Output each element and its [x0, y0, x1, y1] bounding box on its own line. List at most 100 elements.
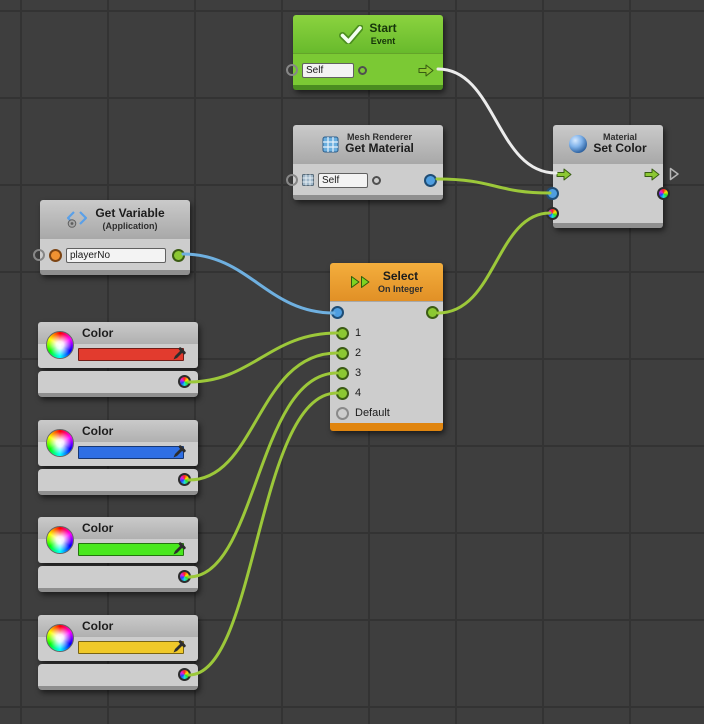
- color-2-main: Color: [38, 420, 198, 466]
- wire-start-to-setcolor-flow: [436, 67, 558, 175]
- select-branch-row-4: 4: [330, 383, 443, 403]
- color-1-swatch[interactable]: [78, 348, 184, 361]
- get-material-footer: [293, 195, 443, 200]
- color-3-header[interactable]: Color: [38, 517, 198, 539]
- node-get-material[interactable]: Mesh Renderer Get Material: [286, 125, 443, 200]
- get-material-component-label: Mesh Renderer: [346, 131, 412, 142]
- material-sphere-icon: [569, 135, 588, 153]
- color-2-output-section: [38, 469, 198, 495]
- set-color-material-input-port[interactable]: [546, 187, 559, 200]
- select-branch-2-label: 2: [355, 347, 362, 359]
- select-branch-3-port[interactable]: [336, 366, 349, 380]
- set-color-material-row: [546, 184, 670, 204]
- set-color-output-port[interactable]: [657, 187, 670, 200]
- color-4-header[interactable]: Color: [38, 615, 198, 637]
- get-variable-footer: [40, 270, 190, 275]
- node-color-3[interactable]: Color: [38, 517, 198, 592]
- node-get-variable[interactable]: Get Variable (Application): [33, 200, 190, 275]
- get-material-target-field[interactable]: [318, 172, 368, 188]
- node-select-on-integer[interactable]: Select On Integer 1 2 3 4: [330, 263, 443, 431]
- node-set-color[interactable]: Material Set Color: [546, 125, 670, 228]
- color-wheel-icon: [46, 331, 74, 359]
- color-4-swatch[interactable]: [78, 641, 184, 654]
- wire-color2-to-select: [187, 351, 339, 482]
- start-target-input-port[interactable]: [286, 64, 298, 76]
- get-variable-name-field[interactable]: [66, 247, 166, 263]
- node-start-event[interactable]: Start Event: [286, 15, 443, 90]
- get-variable-header[interactable]: Get Variable (Application): [40, 200, 190, 238]
- color-3-output-port[interactable]: [178, 570, 191, 583]
- select-output-port[interactable]: [426, 306, 439, 319]
- select-default-label: Default: [355, 407, 390, 419]
- wire-color4-to-select: [187, 391, 339, 677]
- select-branch-row-2: 2: [330, 343, 443, 363]
- get-variable-output-port[interactable]: [172, 249, 185, 262]
- get-material-output-port[interactable]: [424, 174, 437, 187]
- set-color-title: Set Color: [593, 141, 647, 156]
- color-4-output-section: [38, 664, 198, 690]
- eyedropper-icon[interactable]: [172, 347, 186, 361]
- color-1-header[interactable]: Color: [38, 322, 198, 344]
- outside-triangle-icon: [669, 167, 679, 181]
- select-branch-1-label: 1: [355, 327, 362, 339]
- wire-color3-to-select: [187, 371, 339, 579]
- color-2-header[interactable]: Color: [38, 420, 198, 442]
- set-color-color-input-port[interactable]: [546, 207, 559, 220]
- color-2-title: Color: [82, 424, 114, 438]
- color-2-swatch[interactable]: [78, 446, 184, 459]
- node-color-2[interactable]: Color: [38, 420, 198, 495]
- flow-output-arrow-icon[interactable]: [644, 168, 660, 181]
- select-branch-row-1: 1: [330, 323, 443, 343]
- node-color-4[interactable]: Color: [38, 615, 198, 690]
- select-body: 1 2 3 4 Default: [330, 301, 443, 423]
- color-wheel-icon: [46, 429, 74, 457]
- start-title: Start: [369, 20, 397, 35]
- select-default-row: Default: [330, 403, 443, 423]
- select-header[interactable]: Select On Integer: [330, 263, 443, 301]
- object-picker-icon[interactable]: [372, 175, 381, 185]
- node-color-1[interactable]: Color: [38, 322, 198, 397]
- eyedropper-icon[interactable]: [172, 445, 186, 459]
- select-branch-1-port[interactable]: [336, 326, 349, 340]
- select-selector-input-port[interactable]: [331, 306, 344, 319]
- set-color-flow-row: [553, 164, 663, 184]
- color-1-output-section: [38, 371, 198, 397]
- get-variable-scope-label: (Application): [102, 220, 158, 231]
- get-material-header[interactable]: Mesh Renderer Get Material: [293, 125, 443, 163]
- color-1-title: Color: [82, 326, 114, 340]
- variable-brackets-gear-icon: [65, 210, 89, 228]
- eyedropper-icon[interactable]: [172, 640, 186, 654]
- set-color-footer: [553, 223, 663, 228]
- color-4-output-port[interactable]: [178, 668, 191, 681]
- select-default-port[interactable]: [336, 406, 349, 420]
- color-2-output-port[interactable]: [178, 473, 191, 486]
- set-color-header[interactable]: Material Set Color: [553, 125, 663, 163]
- get-variable-name-input-port[interactable]: [33, 249, 45, 261]
- variable-dot-icon: [49, 248, 62, 262]
- color-wheel-icon: [46, 624, 74, 652]
- wire-getmaterial-to-setcolor: [435, 177, 552, 195]
- color-4-main: Color: [38, 615, 198, 661]
- start-subtitle: Event: [370, 35, 396, 46]
- get-variable-title: Get Variable: [95, 205, 165, 220]
- object-picker-icon[interactable]: [358, 65, 367, 75]
- select-branch-4-port[interactable]: [336, 386, 349, 400]
- flow-input-arrow-icon[interactable]: [556, 168, 572, 181]
- start-footer: [293, 85, 443, 90]
- select-branch-3-label: 3: [355, 367, 362, 379]
- color-1-main: Color: [38, 322, 198, 368]
- start-target-field[interactable]: [302, 62, 354, 78]
- select-io-row: [330, 303, 443, 323]
- color-3-swatch[interactable]: [78, 543, 184, 556]
- color-3-main: Color: [38, 517, 198, 563]
- color-3-title: Color: [82, 521, 114, 535]
- select-branch-2-port[interactable]: [336, 346, 349, 360]
- flow-output-arrow-icon[interactable]: [418, 64, 434, 77]
- eyedropper-icon[interactable]: [172, 542, 186, 556]
- start-header[interactable]: Start Event: [293, 15, 443, 53]
- select-branch-4-label: 4: [355, 387, 362, 399]
- color-1-output-port[interactable]: [178, 375, 191, 388]
- set-color-color-row: [546, 204, 663, 224]
- get-material-target-input-port[interactable]: [286, 174, 298, 186]
